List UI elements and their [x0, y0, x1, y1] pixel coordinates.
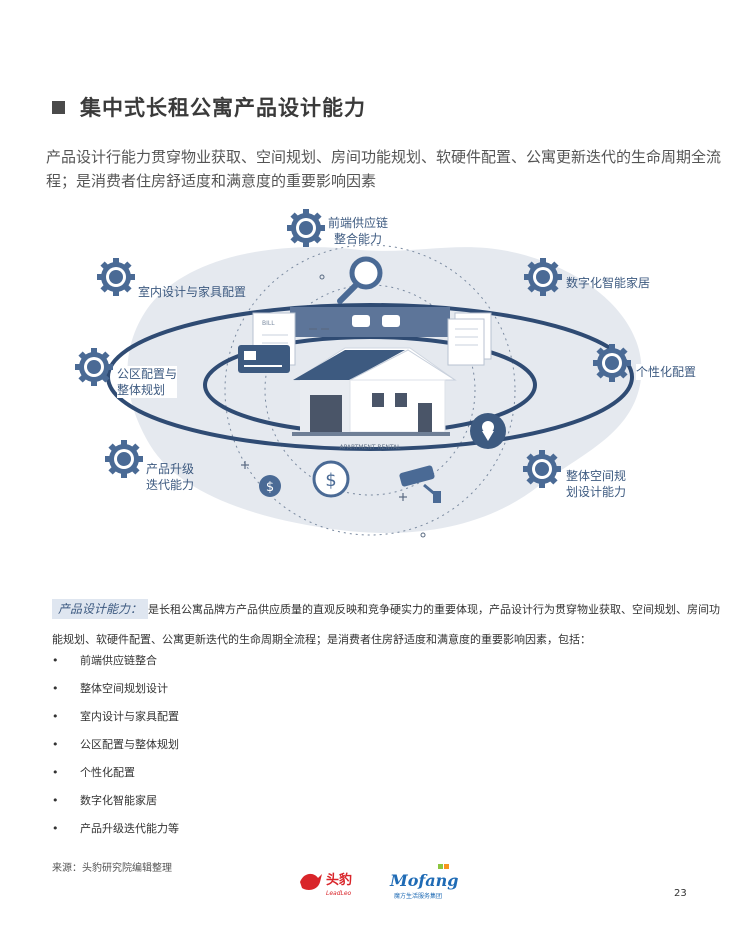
label-iteration: 产品升级 迭代能力 — [146, 462, 195, 492]
leadleo-logo: 头豹 LeadLeo — [296, 866, 366, 900]
bullet-dot: • — [52, 822, 59, 835]
bullet-dot: • — [52, 794, 59, 807]
dollar-coin-icon-large: $ — [312, 460, 350, 498]
description-text: 是长租公寓品牌方产品供应质量的直观反映和竞争硬实力的重要体现，产品设计行为贯穿物… — [52, 603, 721, 646]
page-subtitle: 产品设计行能力贯穿物业获取、空间规划、房间功能规划、软硬件配置、公寓更新迭代的生… — [46, 148, 722, 190]
gear-icon-personalization — [593, 344, 631, 382]
list-item: •公区配置与整体规划 — [52, 734, 179, 762]
bullet-dot: • — [52, 710, 59, 723]
list-item: •个性化配置 — [52, 762, 179, 790]
gear-icon-public-area — [75, 348, 113, 386]
description-highlight: 产品设计能力： — [52, 599, 149, 619]
bullet-dot: • — [52, 766, 59, 779]
dot-mark — [319, 274, 325, 280]
list-item: •前端供应链整合 — [52, 650, 179, 678]
diagram-graphic: BILL A — [75, 209, 642, 538]
label-personalization: 个性化配置 — [636, 364, 697, 380]
product-design-diagram: BILL A — [0, 195, 750, 565]
location-pin-icon — [470, 413, 506, 449]
dot-mark — [420, 532, 426, 538]
house-caption: APARTMENT RENTAL — [340, 444, 402, 451]
source-note: 来源：头豹研究院编辑整理 — [52, 863, 172, 874]
orbit-dotted-outer — [224, 244, 516, 536]
svg-text:魔方生活服务集团: 魔方生活服务集团 — [394, 892, 442, 900]
gear-icon-smart-home — [524, 258, 562, 296]
dollar-coin-icon-small: $ — [259, 475, 281, 497]
label-supply-chain: 前端供应链 整合能力 — [328, 216, 389, 246]
list-item: •整体空间规划设计 — [52, 678, 179, 706]
label-interior: 室内设计与家具配置 — [138, 285, 247, 299]
svg-text:$: $ — [266, 480, 274, 495]
page-title: 集中式长租公寓产品设计能力 — [80, 96, 366, 120]
list-item: •数字化智能家居 — [52, 790, 179, 818]
svg-text:LeadLeo: LeadLeo — [326, 890, 352, 897]
gear-icon-iteration — [105, 440, 143, 478]
svg-text:Mofang: Mofang — [389, 871, 458, 890]
bullet-dot: • — [52, 682, 59, 695]
gear-icon-space-planning — [523, 450, 561, 488]
bullet-list: •前端供应链整合 •整体空间规划设计 •室内设计与家具配置 •公区配置与整体规划… — [52, 650, 179, 846]
mofang-logo: Mofang 魔方生活服务集团 — [388, 862, 458, 902]
magnifier-icon — [337, 256, 383, 304]
cars-icon — [352, 315, 400, 327]
page-number: 23 — [674, 888, 687, 899]
orbit-dotted-inner — [264, 284, 476, 496]
label-public-area: 公区配置与 整体规划 — [117, 366, 178, 398]
contract-document-icon — [447, 312, 492, 366]
gear-icon-interior — [97, 258, 135, 296]
apartment-house-icon — [292, 347, 457, 436]
list-item: •产品升级迭代能力等 — [52, 818, 179, 846]
gear-icon-supply-chain — [287, 209, 325, 247]
bullet-dot: • — [52, 738, 59, 751]
label-space-planning: 整体空间规 划设计能力 — [566, 469, 627, 499]
svg-text:$: $ — [325, 470, 336, 491]
list-item: •室内设计与家具配置 — [52, 706, 179, 734]
bullet-dot: • — [52, 654, 59, 667]
label-smart-home: 数字化智能家居 — [566, 276, 651, 290]
bill-label: BILL — [262, 320, 275, 327]
decorative-marks — [241, 328, 407, 501]
security-camera-icon — [399, 465, 441, 503]
title-marker — [52, 101, 65, 114]
svg-text:头豹: 头豹 — [326, 872, 352, 888]
description: 产品设计能力：是长租公寓品牌方产品供应质量的直观反映和竞争硬实力的重要体现，产品… — [52, 594, 722, 655]
bank-card-icon — [238, 345, 290, 373]
